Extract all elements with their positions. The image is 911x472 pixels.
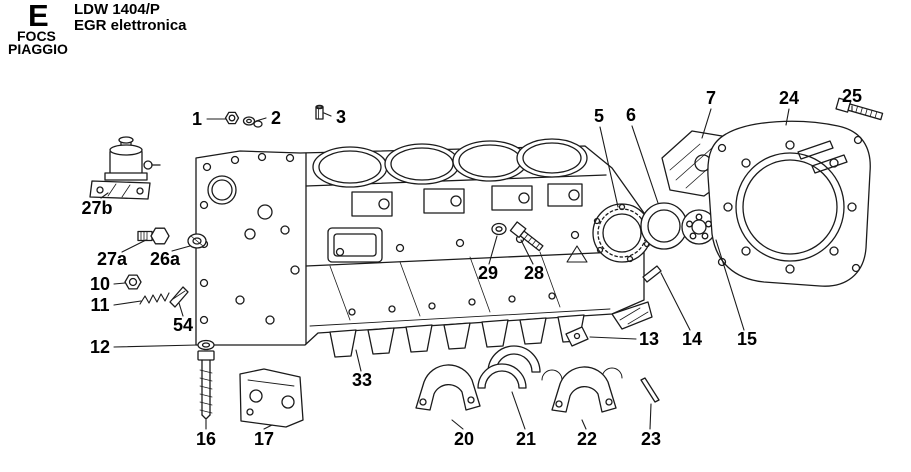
oil-seal-drawing (640, 202, 688, 250)
callout-27b: 27b (81, 198, 113, 218)
model-code: LDW 1404/P (74, 1, 160, 18)
dowel-pin-14-drawing (642, 265, 662, 283)
bearing-cap-22-drawing (541, 366, 623, 413)
bracket-17-drawing (239, 368, 304, 428)
callout-27a: 27a (96, 249, 128, 269)
pin-54-drawing (169, 286, 189, 308)
callout-15: 15 (736, 329, 758, 349)
gasket-drawing (592, 203, 652, 263)
callout-29: 29 (477, 263, 499, 283)
callout-17: 17 (253, 429, 275, 449)
callout-26a: 26a (149, 249, 181, 269)
callout-28: 28 (523, 263, 545, 283)
brand-focs: FOCS (17, 28, 56, 44)
clamp-13-drawing (565, 326, 589, 347)
pin-23-drawing (640, 377, 660, 403)
callout-10: 10 (89, 274, 111, 294)
engine-block-drawing (195, 138, 653, 358)
variant-label: EGR elettronica (74, 17, 187, 34)
callout-14: 14 (681, 329, 703, 349)
callout-54: 54 (172, 315, 194, 335)
fitting-27a-drawing (137, 227, 170, 245)
plug-10-drawing (124, 274, 142, 290)
callout-1: 1 (191, 109, 203, 129)
washer-2-drawing (242, 116, 263, 128)
stud-3-drawing (315, 104, 324, 120)
callout-16: 16 (195, 429, 217, 449)
flywheel-housing-drawing (707, 120, 871, 287)
callout-23: 23 (640, 429, 662, 449)
spring-11-drawing (139, 292, 170, 305)
callout-5: 5 (593, 106, 605, 126)
bolt-16-drawing (197, 350, 215, 420)
callout-24: 24 (778, 88, 800, 108)
washer-29-drawing (491, 222, 507, 236)
bearing-cap-20-drawing (415, 364, 481, 411)
callout-7: 7 (705, 88, 717, 108)
nut-1-drawing (224, 111, 240, 125)
callout-12: 12 (89, 337, 111, 357)
bolt-28-drawing (509, 221, 544, 252)
egr-valve-drawing (89, 136, 161, 200)
bearing-shells-21-drawing (477, 345, 541, 389)
seal-ring-26a-drawing (187, 233, 207, 249)
callout-21: 21 (515, 429, 537, 449)
callout-22: 22 (576, 429, 598, 449)
callout-33: 33 (351, 370, 373, 390)
callout-2: 2 (270, 108, 282, 128)
callout-11: 11 (90, 295, 110, 315)
bolt-25-drawing (835, 97, 884, 121)
section-letter: E (28, 0, 50, 33)
brand-piaggio: PIAGGIO (8, 41, 68, 57)
washer-12-drawing (197, 339, 215, 351)
callout-13: 13 (638, 329, 660, 349)
leader-lines (100, 105, 853, 430)
callout-3: 3 (335, 107, 347, 127)
callout-6: 6 (625, 105, 637, 125)
callout-25: 25 (841, 86, 863, 106)
callout-20: 20 (453, 429, 475, 449)
